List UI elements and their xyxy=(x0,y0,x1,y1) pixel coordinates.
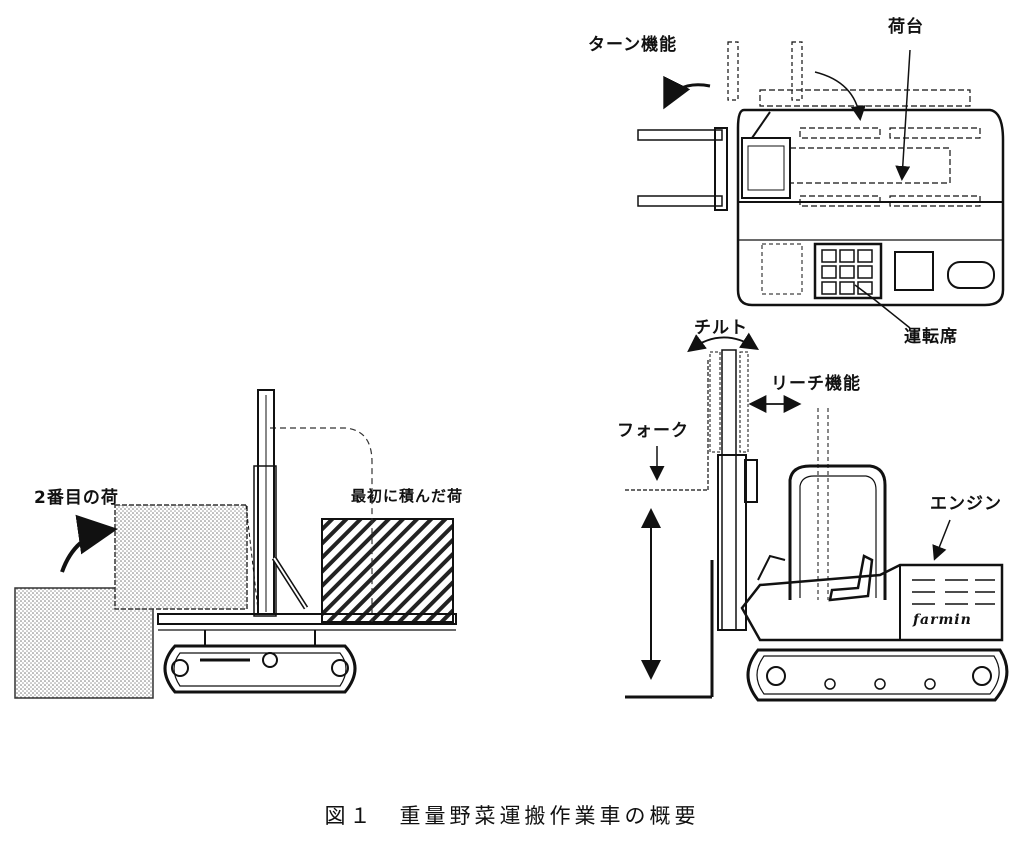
first-load-box xyxy=(321,518,454,623)
fork-tines-plan-lower xyxy=(637,195,723,207)
turn-arrow-right xyxy=(814,71,866,121)
figure-caption: 図１ 重量野菜運搬作業車の概要 xyxy=(324,804,700,828)
engine-leader xyxy=(932,519,951,561)
vehicle-body-side xyxy=(740,563,1004,642)
label-first-load: 最初に積んだ荷 xyxy=(351,487,464,505)
turn-arrow-left xyxy=(663,75,711,110)
loading-sequence-drawing xyxy=(14,389,457,699)
plan-view-drawing xyxy=(637,41,1005,329)
vehicle-body-plan xyxy=(736,108,1005,307)
driver-seat-leader xyxy=(854,284,911,329)
tilt-arrow xyxy=(687,332,760,353)
second-load-box-lifted xyxy=(114,504,248,610)
lift-arrow xyxy=(60,514,118,573)
side-view-drawing xyxy=(625,332,1009,702)
label-reach-function: リーチ機能 xyxy=(771,374,861,394)
mast-side xyxy=(721,349,737,631)
label-turn-function: ターン機能 xyxy=(588,35,678,55)
crawler-track-left xyxy=(163,644,357,694)
label-tilt: チルト xyxy=(694,318,748,338)
brand-logo-text: farmin xyxy=(913,612,972,628)
fork-tines-plan-upper xyxy=(637,129,723,141)
cargo-bed-leader xyxy=(895,49,911,181)
label-fork: フォーク xyxy=(617,421,689,441)
driver-seat-side xyxy=(828,554,874,602)
roll-cage xyxy=(788,464,887,600)
label-driver-seat: 運転席 xyxy=(904,327,958,347)
label-engine: エンジン xyxy=(930,494,1002,514)
label-second-load: 2番目の荷 xyxy=(34,488,119,508)
lift-path-dashed xyxy=(270,427,373,622)
label-cargo-bed: 荷台 xyxy=(888,17,924,37)
loader-deck xyxy=(157,613,457,625)
engine-cover xyxy=(899,564,1003,641)
crawler-track-right xyxy=(746,648,1009,702)
